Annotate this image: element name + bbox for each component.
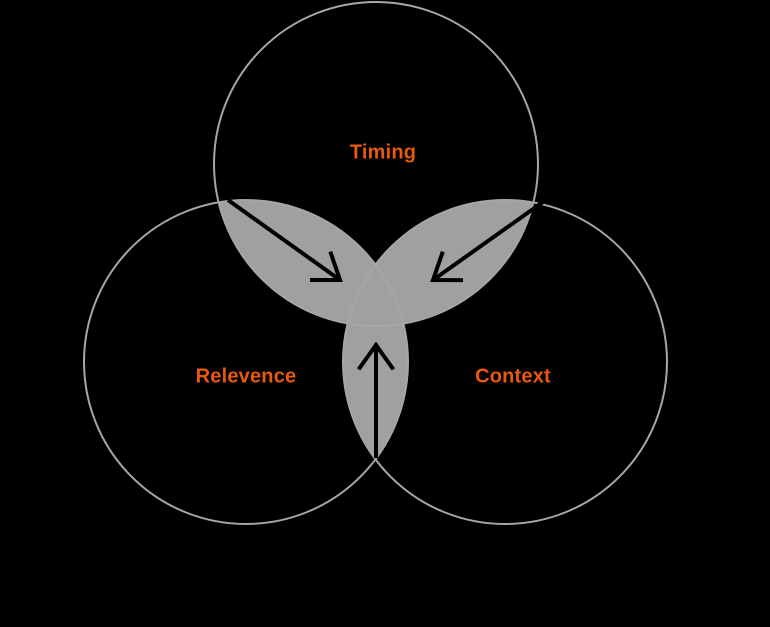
circle-relevence[interactable] xyxy=(83,199,409,525)
overlap-timing-context xyxy=(343,200,538,326)
circle-context[interactable] xyxy=(342,199,668,525)
label-context: Context xyxy=(475,365,551,387)
arrow-relevence-to-context xyxy=(356,341,396,458)
circle-timing[interactable] xyxy=(213,1,539,327)
arrow-timing-to-relevence xyxy=(226,198,343,282)
label-timing: Timing xyxy=(350,141,416,163)
label-relevence: Relevence xyxy=(196,365,297,387)
arrow-timing-to-context xyxy=(430,200,545,283)
